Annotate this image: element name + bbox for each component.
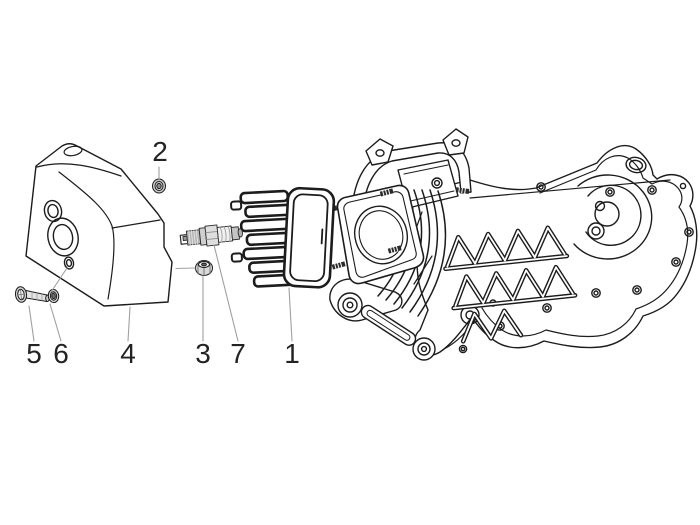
callout-4: 4 <box>120 338 136 369</box>
cover-washer-part <box>47 288 60 304</box>
head-cover-part <box>25 143 173 307</box>
cap-nut-part <box>195 260 213 276</box>
callout-1: 1 <box>284 338 300 369</box>
callout-7: 7 <box>230 338 246 369</box>
rib-truss <box>443 225 578 344</box>
cylinder-part <box>323 184 447 317</box>
callout-2: 2 <box>152 136 168 167</box>
bolt-holes <box>458 182 694 354</box>
callout-5: 5 <box>26 338 42 369</box>
callout-6: 6 <box>53 338 69 369</box>
cylinder-head-part <box>230 186 336 289</box>
crankcase-part <box>399 145 698 356</box>
callout-3: 3 <box>195 338 211 369</box>
cover-screw-part <box>14 286 50 303</box>
plug-washer-part <box>152 178 166 194</box>
spark-plug-part <box>179 224 244 247</box>
leader-lines <box>28 166 293 342</box>
